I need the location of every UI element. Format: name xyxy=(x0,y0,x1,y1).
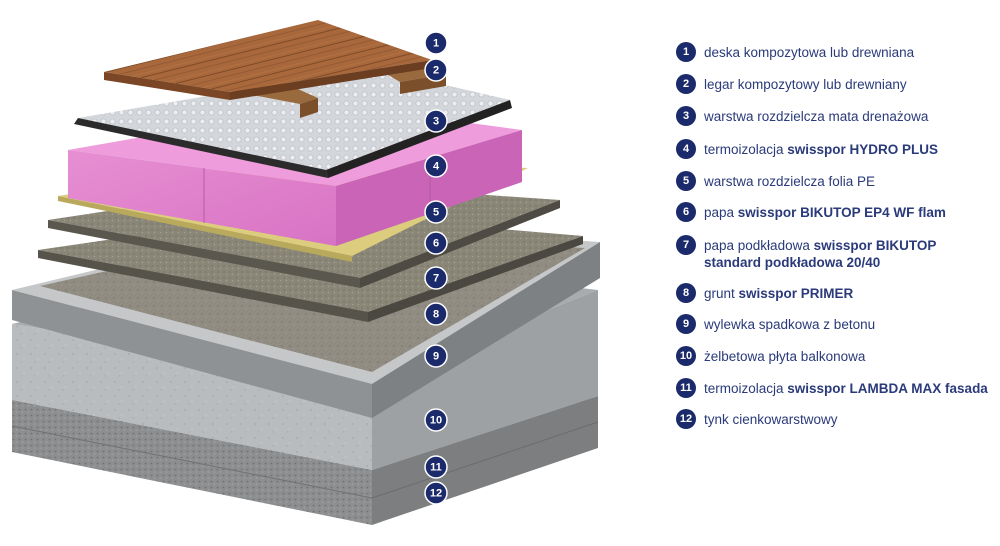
legend-label: grunt swisspor PRIMER xyxy=(704,285,853,302)
legend-label-text: papa xyxy=(704,205,738,220)
legend-label: termoizolacja swisspor LAMBDA MAX fasada xyxy=(704,380,988,397)
callout-number: 3 xyxy=(433,116,439,128)
legend-label: deska kompozytowa lub drewniana xyxy=(704,44,914,61)
callout-1: 1 xyxy=(424,31,448,55)
legend-product-name: swisspor HYDRO PLUS xyxy=(787,142,939,157)
callout-number: 10 xyxy=(430,415,442,427)
legend-number-badge: 2 xyxy=(676,74,696,94)
callout-number: 9 xyxy=(433,351,439,363)
callout-10: 10 xyxy=(424,408,448,432)
legend-number-badge: 11 xyxy=(676,378,696,398)
legend-item: 1 deska kompozytowa lub drewniana xyxy=(676,42,914,62)
callout-number: 2 xyxy=(433,65,439,77)
legend-label: termoizolacja swisspor HYDRO PLUS xyxy=(704,141,938,158)
legend-label: warstwa rozdzielcza mata drenażowa xyxy=(704,108,928,125)
legend-label: warstwa rozdzielcza folia PE xyxy=(704,173,875,190)
legend-item: 5 warstwa rozdzielcza folia PE xyxy=(676,171,875,191)
callout-number: 11 xyxy=(430,462,442,474)
callout-4: 4 xyxy=(424,154,448,178)
legend-number-badge: 12 xyxy=(676,409,696,429)
callout-number: 6 xyxy=(433,238,439,250)
legend-item: 8 grunt swisspor PRIMER xyxy=(676,283,853,303)
legend-number-badge: 8 xyxy=(676,283,696,303)
legend-item: 4 termoizolacja swisspor HYDRO PLUS xyxy=(676,139,938,159)
legend-item: 3 warstwa rozdzielcza mata drenażowa xyxy=(676,106,928,126)
callout-number: 8 xyxy=(433,309,439,321)
legend-number-badge: 5 xyxy=(676,171,696,191)
callout-9: 9 xyxy=(424,344,448,368)
callout-11: 11 xyxy=(424,455,448,479)
legend-number-badge: 7 xyxy=(676,235,696,255)
legend-item: 2 legar kompozytowy lub drewniany xyxy=(676,74,907,94)
legend-label-text: żelbetowa płyta balkonowa xyxy=(704,349,866,364)
callout-number: 1 xyxy=(433,38,439,50)
legend-label-text: termoizolacja xyxy=(704,381,788,396)
legend-label-text: warstwa rozdzielcza mata drenażowa xyxy=(704,109,929,124)
legend-product-name: swisspor BIKUTOP EP4 WF flam xyxy=(737,205,946,220)
legend-label-text: grunt xyxy=(704,286,739,301)
legend-label: tynk cienkowarstwowy xyxy=(704,411,838,428)
legend-label-text: legar kompozytowy lub drewniany xyxy=(704,77,907,92)
legend-item: 7 papa podkładowa swisspor BIKUTOP standar… xyxy=(676,235,936,271)
layer-decking xyxy=(104,20,432,100)
legend-product-name-line2: standard podkładowa 20/40 xyxy=(704,255,881,270)
legend-number-badge: 9 xyxy=(676,314,696,334)
legend-label: papa podkładowa swisspor BIKUTOP standard… xyxy=(704,237,936,271)
legend-label: wylewka spadkowa z betonu xyxy=(704,316,875,333)
legend-number-badge: 1 xyxy=(676,42,696,62)
legend-label-text: papa podkładowa xyxy=(704,238,814,253)
legend-item: 6 papa swisspor BIKUTOP EP4 WF flam xyxy=(676,202,946,222)
callout-number: 7 xyxy=(433,273,439,285)
callout-number: 5 xyxy=(433,207,439,219)
legend-label-text: deska kompozytowa lub drewniana xyxy=(704,45,915,60)
legend-label-text: warstwa rozdzielcza folia PE xyxy=(704,174,876,189)
callout-2: 2 xyxy=(424,58,448,82)
callout-number: 4 xyxy=(433,161,440,173)
legend-label: żelbetowa płyta balkonowa xyxy=(704,348,865,365)
callout-6: 6 xyxy=(424,231,448,255)
legend-item: 11 termoizolacja swisspor LAMBDA MAX fasa… xyxy=(676,378,988,398)
legend-number-badge: 4 xyxy=(676,139,696,159)
legend-product-name: swisspor LAMBDA MAX fasada xyxy=(787,381,988,396)
legend-product-name: swisspor PRIMER xyxy=(738,286,854,301)
legend-label-text: wylewka spadkowa z betonu xyxy=(704,317,876,332)
legend-number-badge: 10 xyxy=(676,346,696,366)
callout-7: 7 xyxy=(424,266,448,290)
legend-item: 10 żelbetowa płyta balkonowa xyxy=(676,346,865,366)
legend-label: legar kompozytowy lub drewniany xyxy=(704,76,907,93)
legend-label-text: termoizolacja xyxy=(704,142,788,157)
legend-label-text: tynk cienkowarstwowy xyxy=(704,412,838,427)
legend-item: 9 wylewka spadkowa z betonu xyxy=(676,314,875,334)
legend-item: 12 tynk cienkowarstwowy xyxy=(676,409,838,429)
callout-8: 8 xyxy=(424,302,448,326)
callout-3: 3 xyxy=(424,109,448,133)
callout-5: 5 xyxy=(424,200,448,224)
callout-12: 12 xyxy=(424,481,448,505)
legend-number-badge: 6 xyxy=(676,202,696,222)
legend-product-name: swisspor BIKUTOP xyxy=(813,238,937,253)
legend-label: papa swisspor BIKUTOP EP4 WF flam xyxy=(704,204,946,221)
legend-number-badge: 3 xyxy=(676,106,696,126)
callout-number: 12 xyxy=(430,488,442,500)
